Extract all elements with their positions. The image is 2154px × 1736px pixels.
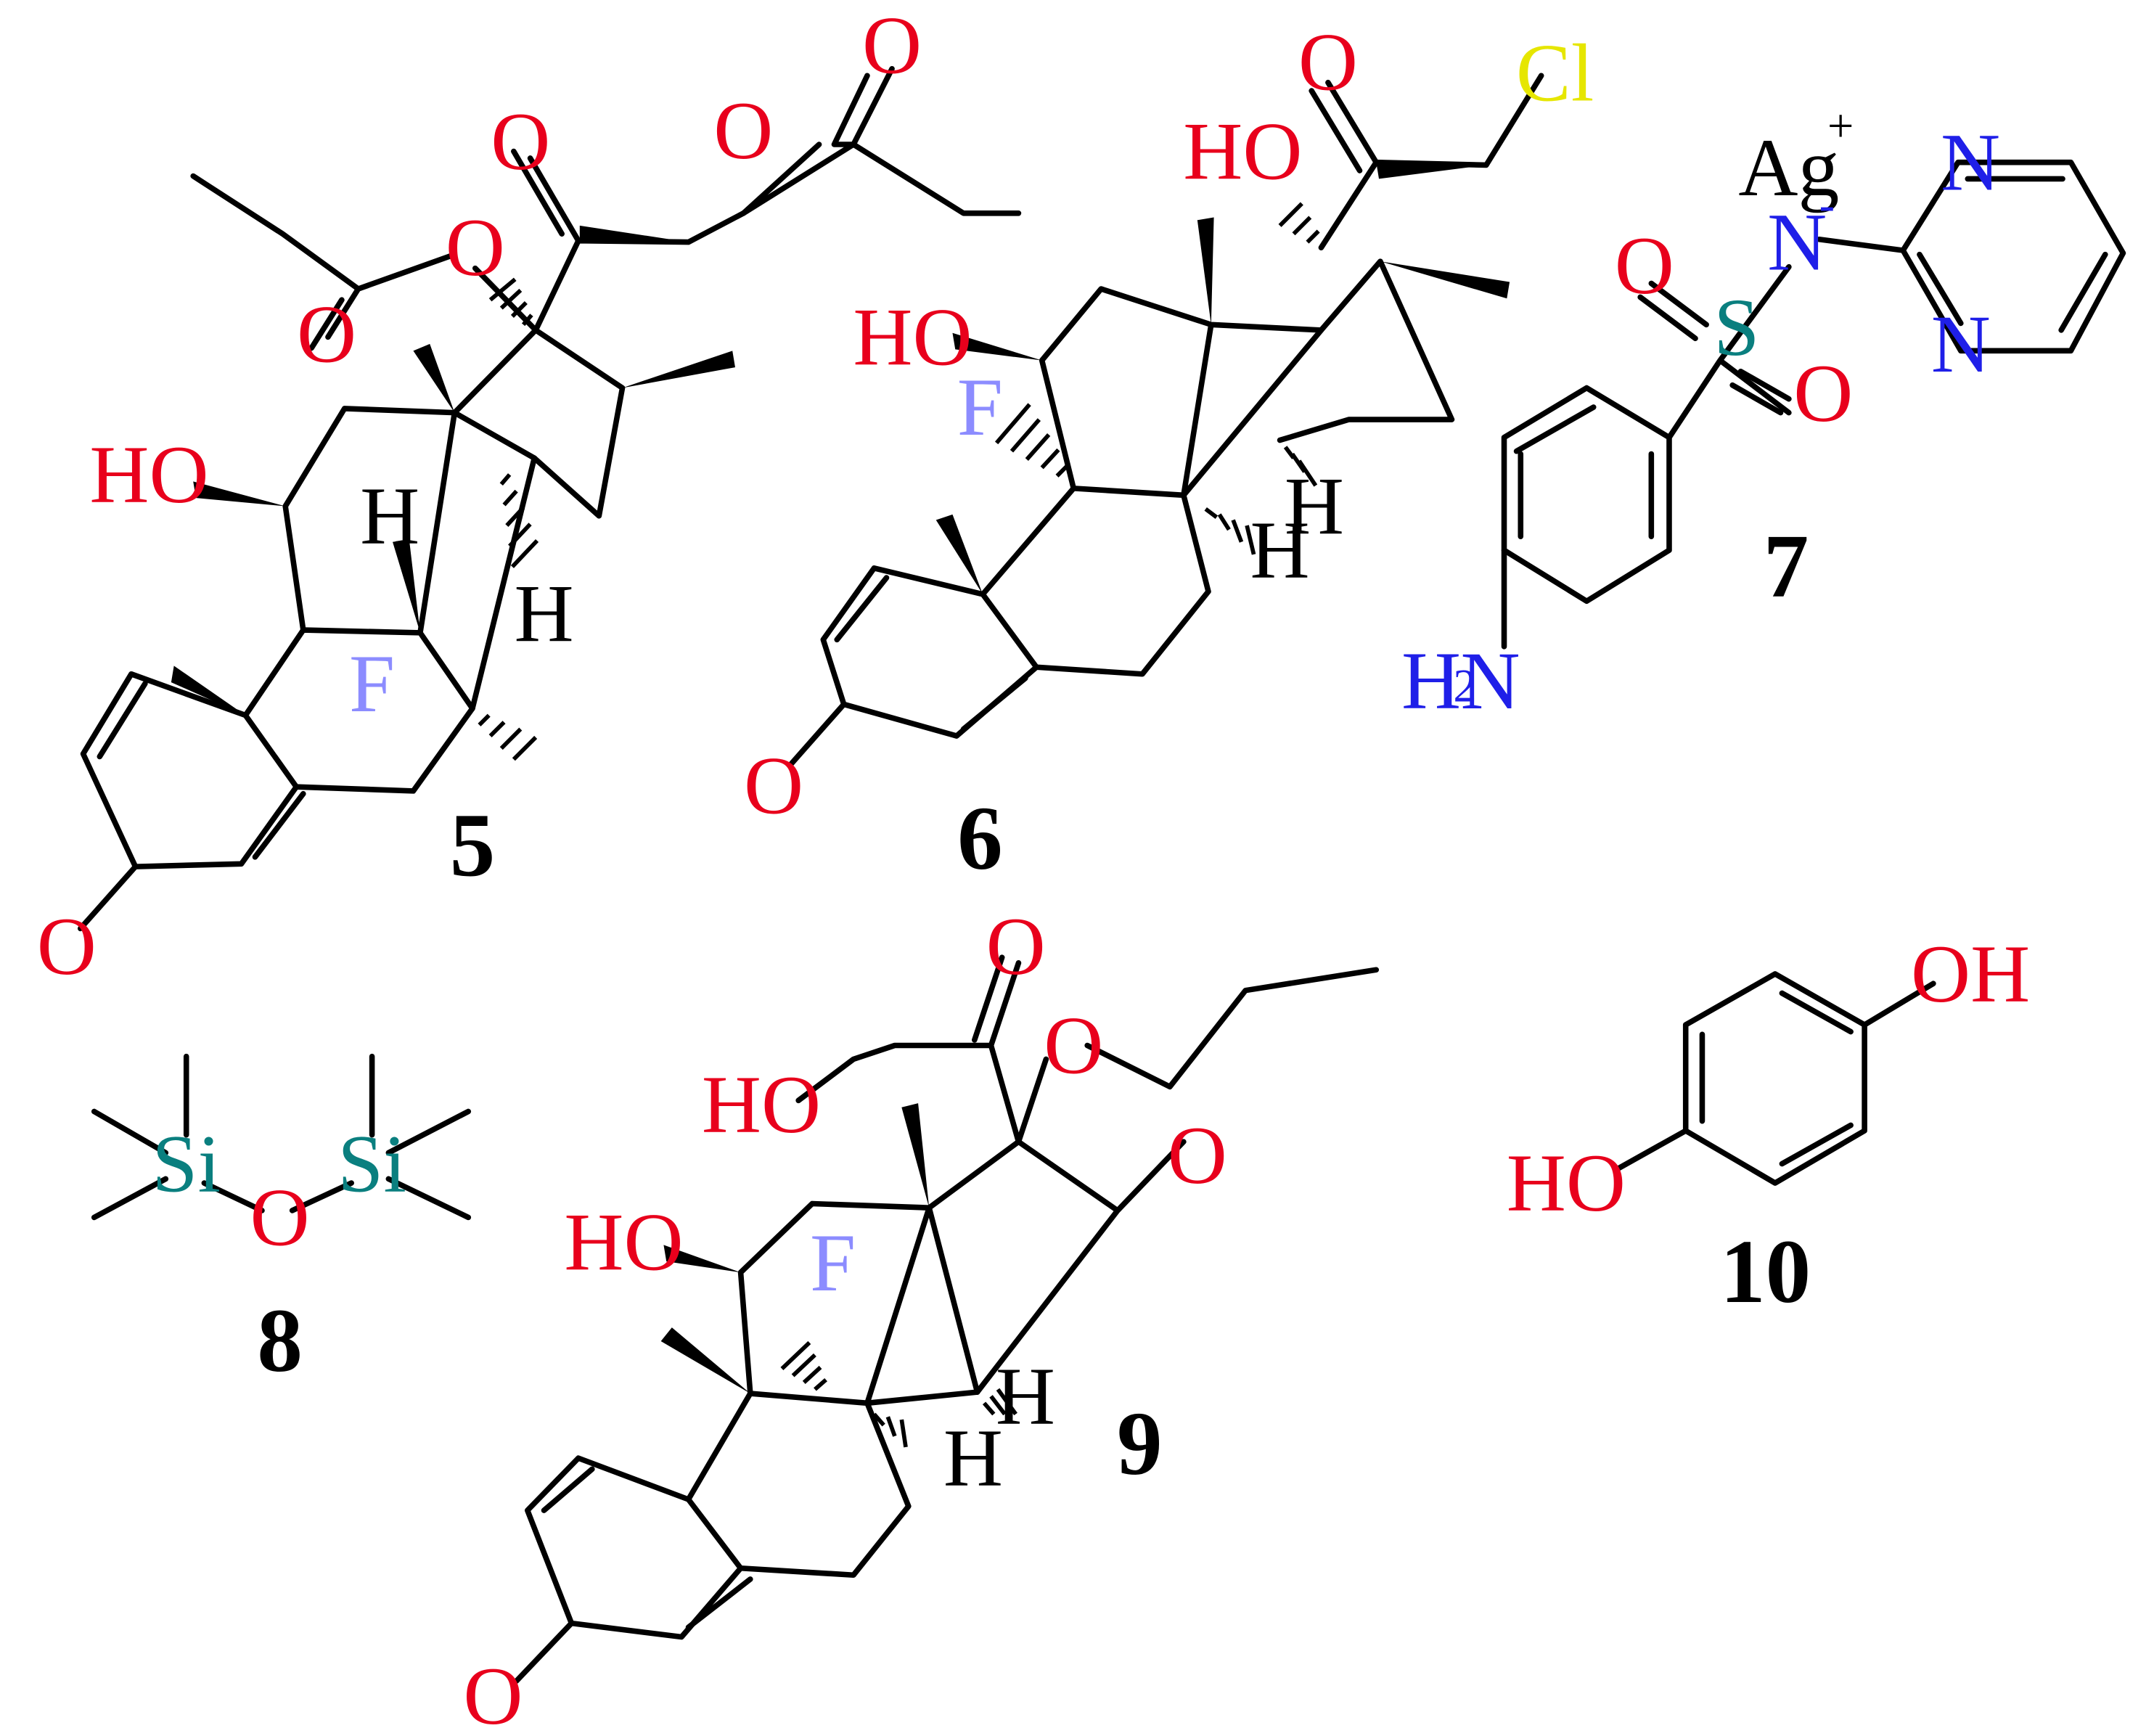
- compound-6-atom-O-side: O: [1298, 16, 1358, 107]
- compound-7-Ag-charge: +: [1827, 100, 1854, 152]
- compound-5-atom-O-ketone: O: [37, 901, 97, 992]
- compound-6-atom-HO-top: HO: [1183, 105, 1302, 197]
- compound-7-atom-N-lower: N: [1931, 298, 1991, 390]
- compound-5-atom-HO: HO: [89, 429, 208, 520]
- compound-10-atom-OH: OH: [1911, 928, 2030, 1020]
- compound-9-atom-O-dioxolane-upper: O: [1044, 1000, 1103, 1092]
- compound-9-atom-HO-side: HO: [702, 1059, 821, 1150]
- compound-5-atom-F: F: [349, 638, 395, 729]
- compound-10-label: 10: [1720, 1222, 1811, 1322]
- compound-10-structure: [1614, 971, 1936, 1186]
- compound-6-atom-O-ketone: O: [744, 740, 803, 831]
- compound-7-atom-H2N-H: H: [1401, 635, 1461, 726]
- compound-8-atom-O: O: [250, 1171, 310, 1263]
- compound-9-atom-O-dioxolane-lower: O: [1168, 1110, 1227, 1201]
- compound-5-atom-O-ester: O: [446, 202, 505, 293]
- compound-7-N-charge: -: [1819, 179, 1835, 230]
- compound-9-structure: [513, 954, 1380, 1684]
- compound-5-atom-H-upper: H: [360, 470, 419, 562]
- compound-7-atom-O-upper: O: [1615, 220, 1674, 311]
- compound-7-structure: [1501, 159, 2126, 650]
- compound-5-atom-O-carbonyl-right: O: [862, 0, 922, 91]
- compound-6-atom-H-upper: H: [1285, 461, 1344, 552]
- compound-7-atom-Ag: Ag: [1738, 122, 1839, 213]
- compound-7-atom-S: S: [1713, 282, 1759, 373]
- compound-9-atom-H-lower: H: [943, 1412, 1003, 1504]
- compound-5-structure: [77, 65, 1022, 932]
- compound-8-atom-Si-left: Si: [152, 1118, 221, 1210]
- compound-9-label: 9: [1117, 1394, 1163, 1494]
- compound-7-atom-H2N-N: N: [1461, 635, 1520, 726]
- compound-5-label: 5: [450, 796, 496, 896]
- compound-5-atom-O-carbonyl-left: O: [297, 289, 356, 380]
- compound-9-atom-H-upper: H: [996, 1351, 1055, 1442]
- compound-5-atom-H-lower: H: [514, 568, 573, 659]
- compound-5-atom-O-ether: O: [713, 85, 773, 176]
- compound-9-atom-O-ketone: O: [463, 1650, 523, 1736]
- compound-6-label: 6: [957, 789, 1003, 889]
- compound-8-structure: [91, 1053, 472, 1221]
- compound-7-label: 7: [1764, 517, 1809, 617]
- compound-7-H2N-subscript: 2: [1453, 660, 1476, 712]
- compound-5-atom-O-ketone-side: O: [491, 96, 550, 187]
- compound-8-atom-Si-right: Si: [337, 1118, 406, 1210]
- compound-9-atom-O-ketone-side: O: [986, 901, 1046, 992]
- compound-9-atom-HO: HO: [564, 1197, 683, 1288]
- compound-6-atom-HO: HO: [853, 291, 972, 382]
- compound-7-atom-O-lower: O: [1793, 348, 1853, 439]
- compound-6-atom-H-lower: H: [1250, 504, 1310, 596]
- compound-8-label: 8: [257, 1291, 303, 1391]
- compound-7-atom-N-upper: N: [1941, 117, 2000, 208]
- compound-7-atom-N-minus: N: [1767, 197, 1827, 288]
- compound-10-atom-HO: HO: [1507, 1137, 1626, 1229]
- compound-9-atom-F: F: [810, 1217, 856, 1309]
- compound-6-atom-Cl: Cl: [1516, 27, 1594, 118]
- compound-6-atom-F: F: [957, 361, 1003, 453]
